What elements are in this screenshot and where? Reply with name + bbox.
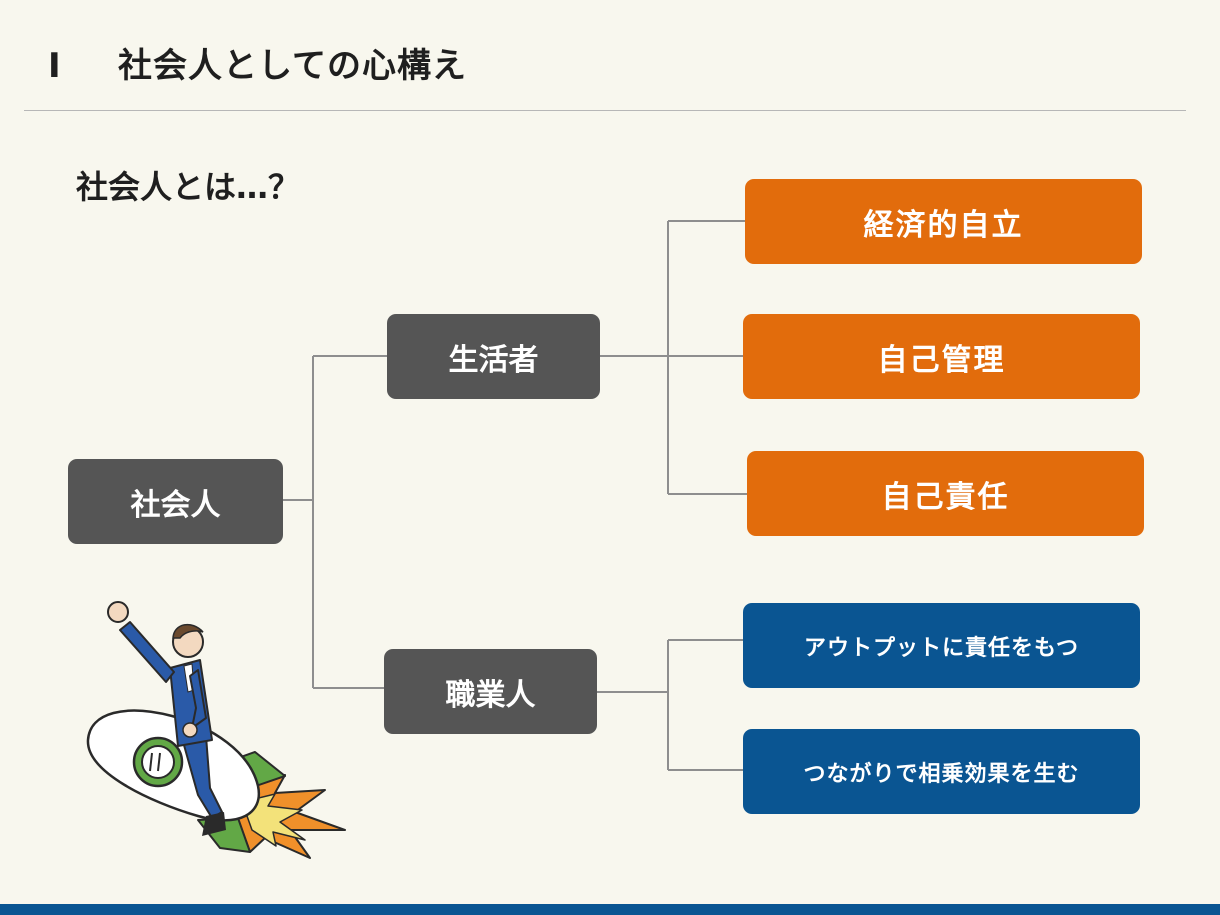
footer-bar	[0, 904, 1220, 915]
section-number: I	[48, 46, 62, 86]
man-arm-raised	[119, 621, 175, 683]
man-shoe	[202, 812, 226, 836]
node-root: 社会人	[68, 459, 283, 544]
node-keizaiteki-jiritsu: 経済的自立	[745, 179, 1142, 264]
slide-subtitle: 社会人とは…？	[76, 168, 301, 206]
header-divider	[24, 110, 1186, 111]
node-synergy: つながりで相乗効果を生む	[743, 729, 1140, 814]
section-title: 社会人としての心構え	[118, 46, 467, 86]
node-branch-shokugyojin: 職業人	[384, 649, 597, 734]
man-arm-lower	[189, 669, 207, 729]
man-torso	[169, 659, 213, 747]
node-jiko-kanri: 自己管理	[743, 314, 1140, 399]
page-title: I 社会人としての心構え	[48, 38, 467, 86]
man-hair	[172, 623, 204, 639]
node-output-responsibility: アウトプットに責任をもつ	[743, 603, 1140, 688]
node-jiko-sekinin: 自己責任	[747, 451, 1144, 536]
node-branch-seikatsusha: 生活者	[387, 314, 600, 399]
rocket-businessman-illustration	[86, 601, 346, 859]
man-fist	[107, 601, 129, 623]
